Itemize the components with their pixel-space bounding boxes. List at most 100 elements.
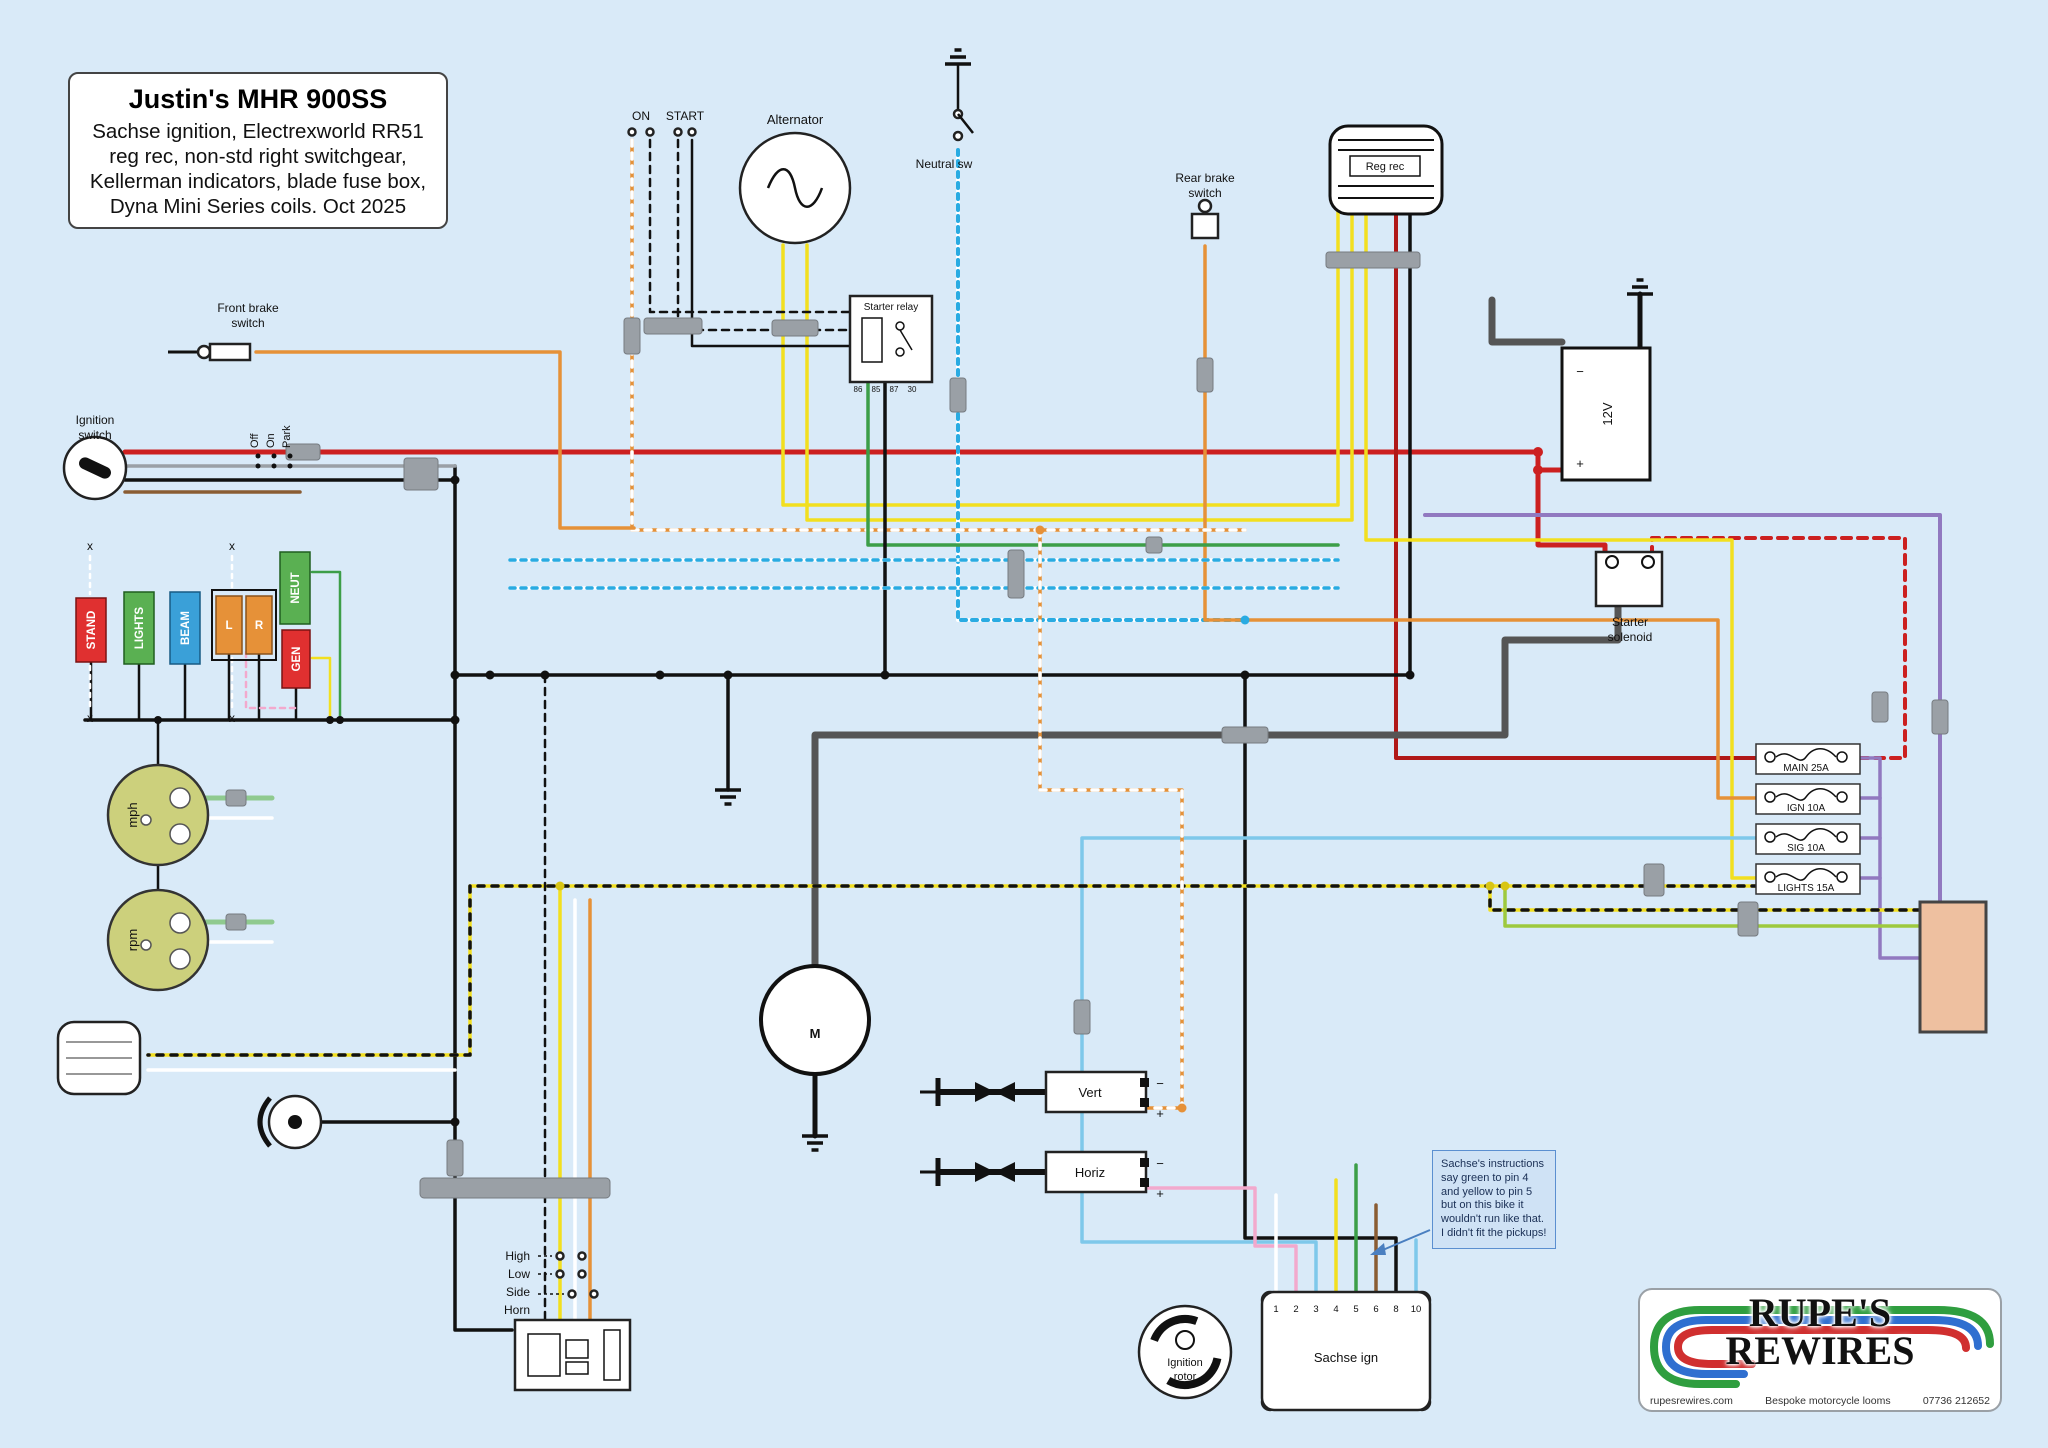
switchgear-label: Side (506, 1285, 530, 1299)
coil-horiz-body (1044, 1150, 1148, 1194)
switch-plunger (1197, 198, 1213, 214)
headlight (56, 1020, 142, 1096)
sachse-label: Sachse ign (1314, 1350, 1378, 1365)
lamp-label: R (255, 620, 264, 632)
lamp-beam (169, 591, 201, 665)
rotor-ring (1148, 1315, 1222, 1389)
lamp-lights (123, 591, 155, 665)
wire-red-dashed-main-fuse (1650, 536, 1907, 760)
wire-red-solenoid (1535, 449, 1608, 559)
wire-purple-fuse-loop (1848, 756, 1922, 960)
wire-tail-yellow-dash (1488, 884, 1922, 912)
coil-plus: + (1156, 1186, 1164, 1201)
connector (771, 319, 819, 337)
key-slot-icon (79, 457, 111, 479)
connector (419, 1177, 611, 1199)
x-marker: x (87, 539, 93, 553)
ignition-rotor: Ignition rotor (1137, 1304, 1233, 1400)
sachse-ignition: 1 2 3 4 5 6 8 10 Sachse ign (1260, 1290, 1432, 1412)
switchgear-label: High (505, 1249, 530, 1263)
motor-label: M (810, 1026, 821, 1041)
switch-plunger (196, 344, 212, 360)
plug-connector-icon (995, 1162, 1015, 1182)
starter-relay: Starter relay 86 85 87 30 (848, 294, 934, 394)
coil-vert-label: Vert (1078, 1085, 1102, 1100)
sachse-pin: 1 (1273, 1304, 1278, 1315)
alternator-label: Alternator (767, 112, 824, 127)
alternator: Alternator (738, 112, 852, 245)
x-marker: x (229, 539, 235, 553)
logo-box: RUPE'S REWIRES rupesrewires.com Bespoke … (1638, 1288, 2002, 1412)
connector (446, 1139, 464, 1177)
switch-body (1190, 212, 1220, 240)
motor-body (759, 964, 871, 1076)
wire-tail-yellowgreen (1503, 884, 1922, 928)
relay-pin: 87 (890, 385, 899, 394)
wire-rear-brake-orange (1203, 244, 1768, 800)
connector (1871, 691, 1889, 723)
x-marker: x (229, 711, 235, 725)
wire-black-center-vertical (1243, 673, 1398, 1294)
logo-stripe-red (1673, 1326, 1970, 1368)
neutral-label: Neutral sw (916, 157, 973, 171)
ground-icon (945, 48, 971, 104)
wiring-harness (83, 138, 1942, 1332)
starter-solenoid: Starter solenoid (1594, 550, 1664, 644)
right-switchgear: High Low Side Horn (504, 1249, 632, 1392)
horn-center (288, 1115, 302, 1129)
switch-body (208, 342, 252, 362)
gauges: mph rpm (106, 763, 210, 992)
ignition-coils: Vert − + Horiz − + (920, 1070, 1164, 1201)
switchgear-label: Low (508, 1267, 530, 1281)
lamp-gen (281, 629, 311, 689)
fuse-main: MAIN 25A (1755, 743, 1861, 775)
front-brake-label: Front brake (217, 301, 279, 315)
neutral-switch: Neutral sw (916, 104, 974, 171)
connector (1931, 699, 1949, 735)
wire-black-left-vertical (453, 464, 514, 1332)
solenoid-terminal (1641, 555, 1655, 569)
connector (403, 457, 439, 491)
switch-contact (645, 127, 655, 137)
kill-start-switches: ON START (627, 109, 705, 137)
ground-icon (1627, 278, 1653, 296)
reg-rec: Reg rec (1328, 124, 1444, 216)
connector (1145, 536, 1163, 554)
wire-on-orange-base (630, 138, 1247, 532)
wire-regrec-red (1394, 210, 1768, 760)
fuse-label: MAIN 25A (1783, 763, 1829, 774)
relay-body (848, 294, 934, 384)
ignition-label: switch (78, 428, 111, 442)
logo-line1: RUPE'S (1748, 1290, 1892, 1335)
logo-info-row: rupesrewires.com Bespoke motorcycle loom… (1650, 1395, 1990, 1407)
wire-on-black-dash (648, 138, 854, 314)
connector (949, 377, 967, 413)
starter-relay-label: Starter relay (864, 302, 918, 313)
connector (1196, 357, 1214, 393)
wire-relay-green (866, 380, 1340, 547)
rear-brake-label: switch (1188, 186, 1221, 200)
rear-brake-label: Rear brake (1175, 171, 1235, 185)
front-brake-switch: Front brake switch (168, 301, 279, 362)
position-park: Park (281, 425, 293, 448)
on-label: ON (632, 109, 650, 123)
switch-contact (673, 127, 683, 137)
sachse-body (1260, 1290, 1432, 1412)
wire-gen-pink-dash (244, 650, 302, 710)
lamp-left (215, 595, 243, 655)
position-off: Off (249, 433, 261, 448)
wire-coil-orange-base (1038, 528, 1184, 1110)
logo-tagline: Bespoke motorcycle looms (1765, 1395, 1891, 1407)
logo-swoosh (1649, 1306, 1994, 1388)
wire-front-brake-orange (254, 350, 636, 530)
lamp-right (245, 595, 273, 655)
switch-contact (952, 130, 964, 142)
lamp-label: NEUT (290, 572, 302, 603)
speedo-label: mph (125, 802, 140, 827)
battery: 12V − + (1560, 346, 1652, 482)
coil-vert-body (1044, 1070, 1148, 1114)
lamp-neut (279, 551, 311, 625)
relay-pin: 86 (854, 385, 863, 394)
